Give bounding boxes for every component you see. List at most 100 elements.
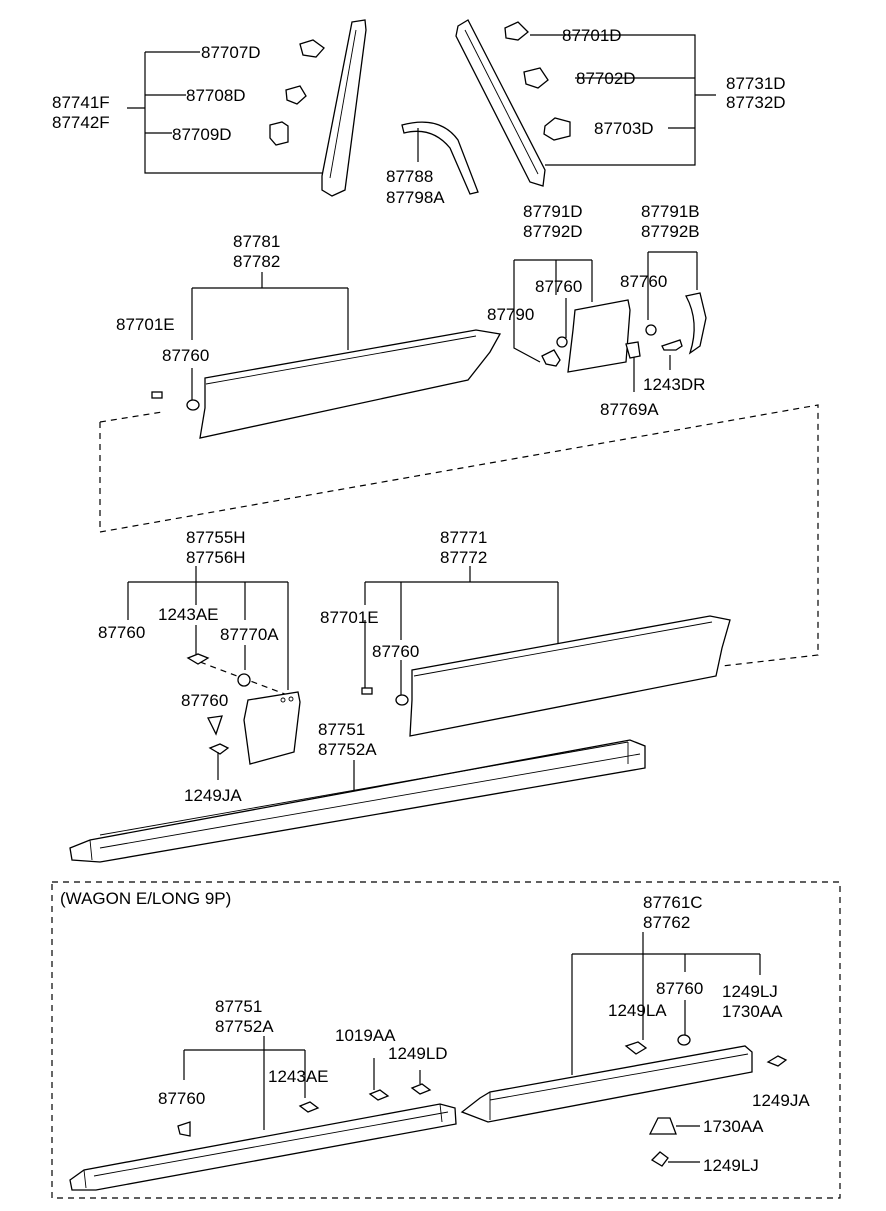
label-1730AA-a: 1730AA <box>722 1002 783 1021</box>
clip-87760-c <box>645 324 657 336</box>
label-1243AE-a: 1243AE <box>158 605 219 624</box>
label-87760-e: 87760 <box>181 691 228 710</box>
side-sill <box>69 739 646 863</box>
screw-1249JA-a <box>208 743 230 755</box>
label-1243DR: 1243DR <box>643 375 705 394</box>
label-87708D: 87708D <box>186 86 246 105</box>
rear-door-molding <box>409 615 731 737</box>
label-87762: 87762 <box>643 913 690 932</box>
label-87752A-a: 87752A <box>318 740 377 759</box>
pillar-garnish-left <box>321 19 367 197</box>
label-87702D: 87702D <box>576 69 636 88</box>
clip-87760-e <box>207 715 223 736</box>
label-87709D: 87709D <box>172 125 232 144</box>
clip-87703D <box>543 117 571 141</box>
label-87771: 87771 <box>440 528 487 547</box>
screw-1243AE-b <box>298 1101 320 1113</box>
label-87756H: 87756H <box>186 548 246 567</box>
label-87751-b: 87751 <box>215 997 262 1016</box>
clip-87760-a <box>186 399 200 411</box>
alignment-line-upper <box>99 404 819 667</box>
label-87791D: 87791D <box>523 202 583 221</box>
label-1249LJ-a: 1249LJ <box>722 982 778 1001</box>
label-87761C: 87761C <box>643 893 703 912</box>
clip-87707D <box>299 39 325 58</box>
garnish-87791B-group <box>645 251 707 370</box>
label-87782: 87782 <box>233 252 280 271</box>
label-87731D: 87731D <box>726 74 786 93</box>
screw-1249LJ <box>650 1151 669 1167</box>
clip-87760-g <box>677 1034 691 1046</box>
rear-pillar-group <box>455 19 716 187</box>
rear-door-molding-group <box>361 566 731 737</box>
label-87701D: 87701D <box>562 26 622 45</box>
front-pillar-group <box>127 19 367 197</box>
label-87772: 87772 <box>440 548 487 567</box>
label-1243AE-b: 1243AE <box>268 1067 329 1086</box>
garnish-87791D <box>567 299 631 373</box>
side-sill-group <box>69 739 646 863</box>
label-87790: 87790 <box>487 305 534 324</box>
label-1249LJ-b: 1249LJ <box>703 1156 759 1175</box>
label-87792B: 87792B <box>641 222 700 241</box>
garnish-87791D-group <box>513 259 641 392</box>
wagon-front-sill-group <box>69 1036 457 1191</box>
label-87755H: 87755H <box>186 528 246 547</box>
wagon-rear-sill-group <box>460 932 788 1167</box>
label-1019AA: 1019AA <box>335 1026 396 1045</box>
garnish-87791B <box>685 292 707 355</box>
front-door-molding <box>199 329 502 439</box>
front-door-molding-group <box>151 272 502 439</box>
clip-87760-h <box>177 1121 191 1137</box>
arch-molding-group <box>401 121 479 195</box>
clip-87760-f <box>395 694 409 706</box>
screw-1249LA <box>624 1041 648 1055</box>
wagon-variant-box <box>51 881 841 1199</box>
label-87742F: 87742F <box>52 113 110 132</box>
tape-87701E <box>151 391 163 399</box>
label-1249LD: 1249LD <box>388 1044 448 1063</box>
label-1249JA-a: 1249JA <box>184 786 242 805</box>
clip-87709D <box>269 121 289 146</box>
label-87760-d: 87760 <box>98 623 145 642</box>
label-87769A: 87769A <box>600 400 659 419</box>
label-87732D: 87732D <box>726 93 786 112</box>
rear-garnish-group <box>127 566 301 780</box>
clip-87702D <box>523 67 549 89</box>
wagon-front-sill <box>69 1103 457 1191</box>
label-87798A: 87798A <box>386 188 445 207</box>
label-1730AA-b: 1730AA <box>703 1117 764 1136</box>
clip-87708D <box>285 85 307 105</box>
clip-87770A <box>237 673 251 687</box>
screw-1243AE-a <box>186 653 210 665</box>
clip-87760-b <box>556 336 568 348</box>
label-87792D: 87792D <box>523 222 583 241</box>
label-87788: 87788 <box>386 167 433 186</box>
label-87707D: 87707D <box>201 43 261 62</box>
label-87760-b: 87760 <box>535 277 582 296</box>
label-87760-f: 87760 <box>372 642 419 661</box>
bracket-87769A <box>625 341 641 359</box>
label-87701E-b: 87701E <box>320 608 379 627</box>
label-87791B: 87791B <box>641 202 700 221</box>
label-87781: 87781 <box>233 232 280 251</box>
screw-1249LD <box>410 1083 432 1095</box>
screw-1249JA-b <box>766 1055 788 1067</box>
label-87752A-b: 87752A <box>215 1017 274 1036</box>
label-1249LA: 1249LA <box>608 1001 667 1020</box>
tape-87701E-b <box>361 687 373 695</box>
label-87751-a: 87751 <box>318 720 365 739</box>
label-87760-a: 87760 <box>162 346 209 365</box>
label-87703D: 87703D <box>594 119 654 138</box>
clip-87701D <box>504 21 529 41</box>
label-87760-c: 87760 <box>620 272 667 291</box>
nut-1730AA <box>648 1117 677 1135</box>
label-1249JA-b: 1249JA <box>752 1091 810 1110</box>
label-87741F: 87741F <box>52 93 110 112</box>
screw-1243DR <box>661 339 683 351</box>
label-87770A: 87770A <box>220 625 279 644</box>
label-87760-h: 87760 <box>158 1089 205 1108</box>
clip-87790 <box>541 349 561 367</box>
screw-1019AA <box>368 1089 390 1101</box>
